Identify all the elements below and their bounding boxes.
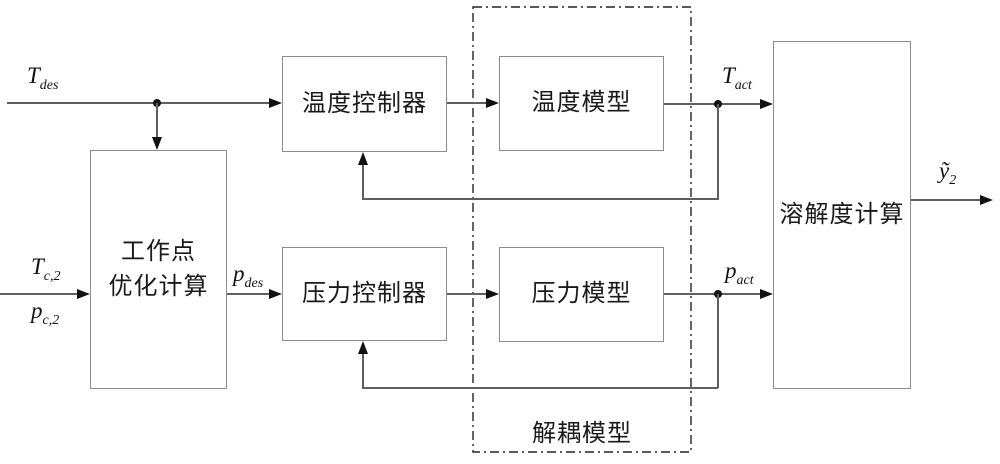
decoupling-region-label: 解耦模型	[532, 421, 632, 447]
pdes-arrowhead-icon	[269, 289, 282, 299]
signal-label-p-c2: pc,2	[31, 298, 59, 329]
decoupling-boundary-box	[472, 6, 692, 453]
block-temperature-model: 温度模型	[499, 56, 664, 151]
signal-label-t-des: Tdes	[27, 63, 58, 94]
block-pressure-model: 压力模型	[499, 247, 664, 342]
temp-feedback-down-line	[717, 104, 719, 200]
pact-line	[664, 293, 761, 295]
block-operating-point-optimizer-label: 工作点 优化计算	[108, 238, 209, 300]
tdes-input-line	[7, 102, 270, 104]
signal-t-act-main: T	[722, 63, 735, 88]
block-pressure-controller: 压力控制器	[282, 247, 447, 341]
signal-t-des-main: T	[27, 63, 40, 88]
press-feedback-horizontal-line	[362, 387, 718, 389]
tdes-branch-line	[156, 103, 158, 138]
signal-t-c2-main: T	[31, 254, 44, 279]
temp-feedback-horizontal-line	[362, 198, 718, 200]
tempctrl-to-tempmodel-arrowhead-icon	[486, 98, 499, 108]
block-operating-point-optimizer: 工作点 优化计算	[90, 150, 227, 389]
signal-label-t-c2: Tc,2	[31, 254, 61, 285]
y2-arrowhead-icon	[980, 195, 993, 205]
pressctrl-to-pressmodel-line	[447, 293, 487, 295]
signal-p-act-sub: act	[736, 273, 754, 288]
signal-label-t-act: Tact	[722, 63, 752, 94]
tc2-pc2-input-line	[0, 293, 78, 295]
pdes-line	[227, 293, 270, 295]
signal-t-act-sub: act	[734, 78, 752, 93]
tact-arrowhead-icon	[760, 99, 773, 109]
tempctrl-to-tempmodel-line	[447, 102, 487, 104]
block-temperature-model-label: 温度模型	[531, 90, 632, 117]
signal-label-p-act: pact	[725, 258, 754, 289]
signal-p-c2-main: p	[31, 298, 43, 323]
signal-t-c2-sub: c,2	[43, 269, 61, 284]
temp-feedback-up-line	[362, 164, 364, 199]
pact-arrowhead-icon	[760, 289, 773, 299]
signal-t-des-sub: des	[39, 78, 59, 93]
block-pressure-model-label: 压力模型	[531, 281, 632, 308]
press-feedback-arrowhead-icon	[358, 341, 368, 354]
block-solubility-calculation: 溶解度计算	[773, 41, 911, 389]
signal-y2-sub: 2	[949, 173, 957, 188]
signal-p-act-main: p	[725, 258, 737, 283]
signal-label-p-des: pdes	[233, 261, 263, 292]
tdes-arrowhead-icon	[269, 98, 282, 108]
signal-label-y2-output: ỹ2	[939, 158, 956, 189]
signal-y2-main: ỹ	[939, 158, 950, 183]
tact-line	[664, 103, 761, 105]
y2-output-line	[911, 199, 981, 201]
temp-feedback-arrowhead-icon	[358, 152, 368, 165]
press-feedback-up-line	[362, 353, 364, 388]
signal-p-c2-sub: c,2	[42, 313, 60, 328]
block-solubility-calculation-label: 溶解度计算	[779, 201, 905, 228]
signal-p-des-main: p	[233, 261, 245, 286]
press-feedback-down-line	[717, 294, 719, 388]
tdes-branch-arrowhead-icon	[152, 137, 162, 150]
pressctrl-to-pressmodel-arrowhead-icon	[486, 289, 499, 299]
block-pressure-controller-label: 压力控制器	[302, 280, 427, 307]
tc2-pc2-arrowhead-icon	[77, 289, 90, 299]
block-temperature-controller: 温度控制器	[282, 56, 447, 152]
signal-p-des-sub: des	[244, 276, 264, 291]
block-temperature-controller-label: 温度控制器	[302, 90, 427, 117]
